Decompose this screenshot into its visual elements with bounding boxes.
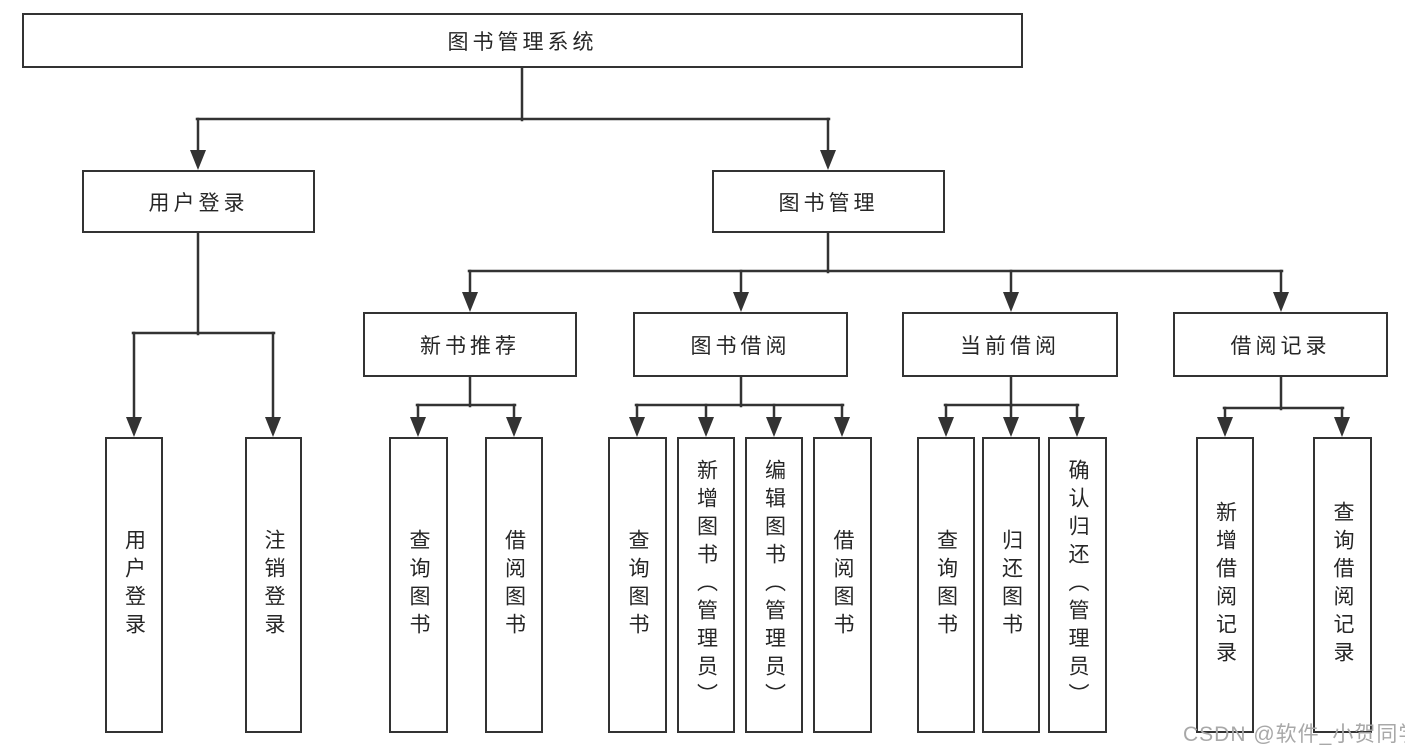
node-current-borrowing-label: 当前借阅 [960, 334, 1060, 358]
leaf-add-books-admin: 新增图书（管理员） [677, 437, 735, 733]
node-new-book-recommendation-label: 新书推荐 [420, 334, 520, 358]
node-borrowing-records: 借阅记录 [1173, 312, 1388, 377]
leaf-query-books-borrowing-label: 查询图书 [626, 529, 649, 641]
node-current-borrowing: 当前借阅 [902, 312, 1118, 377]
csdn-watermark: CSDN @软件_小贺同学 [1183, 723, 1405, 746]
node-user-login: 用户登录 [82, 170, 315, 233]
leaf-query-borrow-record-label: 查询借阅记录 [1331, 501, 1354, 669]
leaf-return-books-label: 归还图书 [999, 529, 1023, 641]
node-book-management-label: 图书管理 [778, 191, 879, 215]
leaf-borrow-books-recommendation: 借阅图书 [485, 437, 543, 733]
node-book-borrowing-label: 图书借阅 [690, 334, 791, 358]
leaf-borrow-books-recommendation-label: 借阅图书 [502, 529, 526, 641]
leaf-confirm-return-admin: 确认归还（管理员） [1048, 437, 1107, 733]
node-user-login-label: 用户登录 [148, 191, 249, 215]
node-library-management-system: 图书管理系统 [22, 13, 1023, 68]
leaf-add-borrow-record: 新增借阅记录 [1196, 437, 1254, 733]
leaf-user-login: 用户登录 [105, 437, 163, 733]
leaf-query-books-current-label: 查询图书 [934, 529, 958, 641]
leaf-add-books-admin-label: 新增图书（管理员） [694, 459, 718, 711]
leaf-query-borrow-record: 查询借阅记录 [1313, 437, 1372, 733]
leaf-borrow-books-borrowing: 借阅图书 [813, 437, 872, 733]
leaf-confirm-return-admin-label: 确认归还（管理员） [1066, 459, 1089, 711]
leaf-user-login-label: 用户登录 [122, 529, 146, 641]
leaf-query-books-recommendation: 查询图书 [389, 437, 448, 733]
leaf-return-books: 归还图书 [982, 437, 1040, 733]
leaf-query-books-recommendation-label: 查询图书 [407, 529, 430, 641]
leaf-query-books-borrowing: 查询图书 [608, 437, 667, 733]
node-borrowing-records-label: 借阅记录 [1230, 334, 1331, 358]
node-book-management: 图书管理 [712, 170, 945, 233]
node-new-book-recommendation: 新书推荐 [363, 312, 577, 377]
node-library-management-system-label: 图书管理系统 [447, 30, 598, 54]
connector-segments [131, 66, 1345, 411]
leaf-logout-label: 注销登录 [262, 529, 285, 641]
arrowheads [126, 117, 1350, 437]
node-book-borrowing: 图书借阅 [633, 312, 848, 377]
leaf-query-books-current: 查询图书 [917, 437, 975, 733]
leaf-logout: 注销登录 [245, 437, 302, 733]
leaf-borrow-books-borrowing-label: 借阅图书 [831, 529, 854, 641]
leaf-add-borrow-record-label: 新增借阅记录 [1213, 501, 1237, 669]
leaf-edit-books-admin-label: 编辑图书（管理员） [762, 459, 786, 711]
leaf-edit-books-admin: 编辑图书（管理员） [745, 437, 803, 733]
